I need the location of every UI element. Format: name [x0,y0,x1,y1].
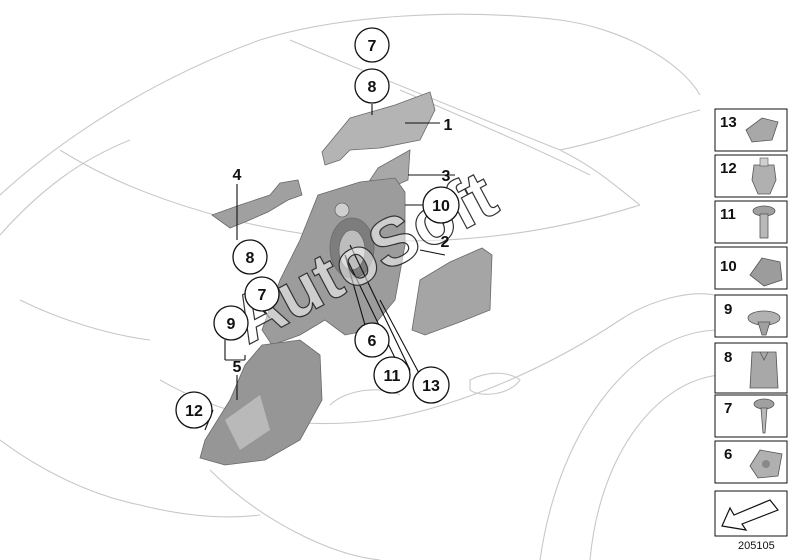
plastic-nut-icon [749,351,779,389]
svg-text:11: 11 [720,206,736,223]
callout-5: 5 [233,359,242,376]
direction-arrow-icon [721,499,779,531]
callout-10: 10 [422,186,460,224]
callout-4: 4 [233,167,242,184]
legend-item-10: 10 [714,246,788,290]
callout-13: 13 [412,366,450,404]
callout-2: 2 [441,234,450,251]
svg-text:8: 8 [246,250,255,267]
callout-12: 12 [175,391,213,429]
svg-text:9: 9 [724,301,732,318]
trim-part-2 [411,247,493,336]
callout-7-left: 7 [244,276,280,312]
svg-text:6: 6 [724,446,732,463]
svg-text:12: 12 [720,160,737,177]
svg-text:8: 8 [724,349,732,366]
svg-text:6: 6 [368,333,377,350]
svg-text:11: 11 [384,368,401,385]
self-tapping-screw-icon [753,398,775,410]
svg-text:10: 10 [720,258,737,275]
legend-item-6: 6 [714,440,788,484]
legend-item-8: 8 [714,342,788,394]
legend-item-12: 12 [714,154,788,198]
legend-item-7: 7 [714,394,788,438]
callout-6: 6 [354,322,390,358]
svg-text:9: 9 [227,316,236,333]
callout-1: 1 [444,117,453,134]
trim-part-4 [211,179,303,229]
legend-item-arrow [714,490,788,537]
trim-part-1 [321,91,436,166]
diagram-id: 205105 [738,540,775,552]
legend-item-11: 11 [714,200,788,244]
retainer-clip-icon [749,257,783,287]
legend-item-9: 9 [714,294,788,338]
legend-item-13: 13 [714,108,788,152]
callout-3: 3 [442,168,451,185]
svg-text:13: 13 [720,114,737,131]
clip-nut-icon [751,164,777,195]
svg-text:8: 8 [368,79,377,96]
callout-9: 9 [213,305,249,341]
callouts: 7 8 1 4 3 10 2 8 7 9 6 5 [175,27,460,429]
fastener-legend: 13 12 11 10 9 8 [714,108,788,537]
svg-text:7: 7 [258,287,267,304]
trim-panels [199,91,493,466]
svg-text:7: 7 [724,400,732,417]
svg-text:12: 12 [185,403,203,420]
callout-11: 11 [373,356,411,394]
callout-7-top: 7 [354,27,390,63]
svg-text:13: 13 [422,378,440,395]
callout-8-left: 8 [232,239,268,275]
svg-text:7: 7 [368,38,377,55]
svg-text:10: 10 [432,198,450,215]
cover-cap-icon [745,117,779,143]
callout-8-top: 8 [354,68,390,104]
leader-lines [204,104,455,431]
